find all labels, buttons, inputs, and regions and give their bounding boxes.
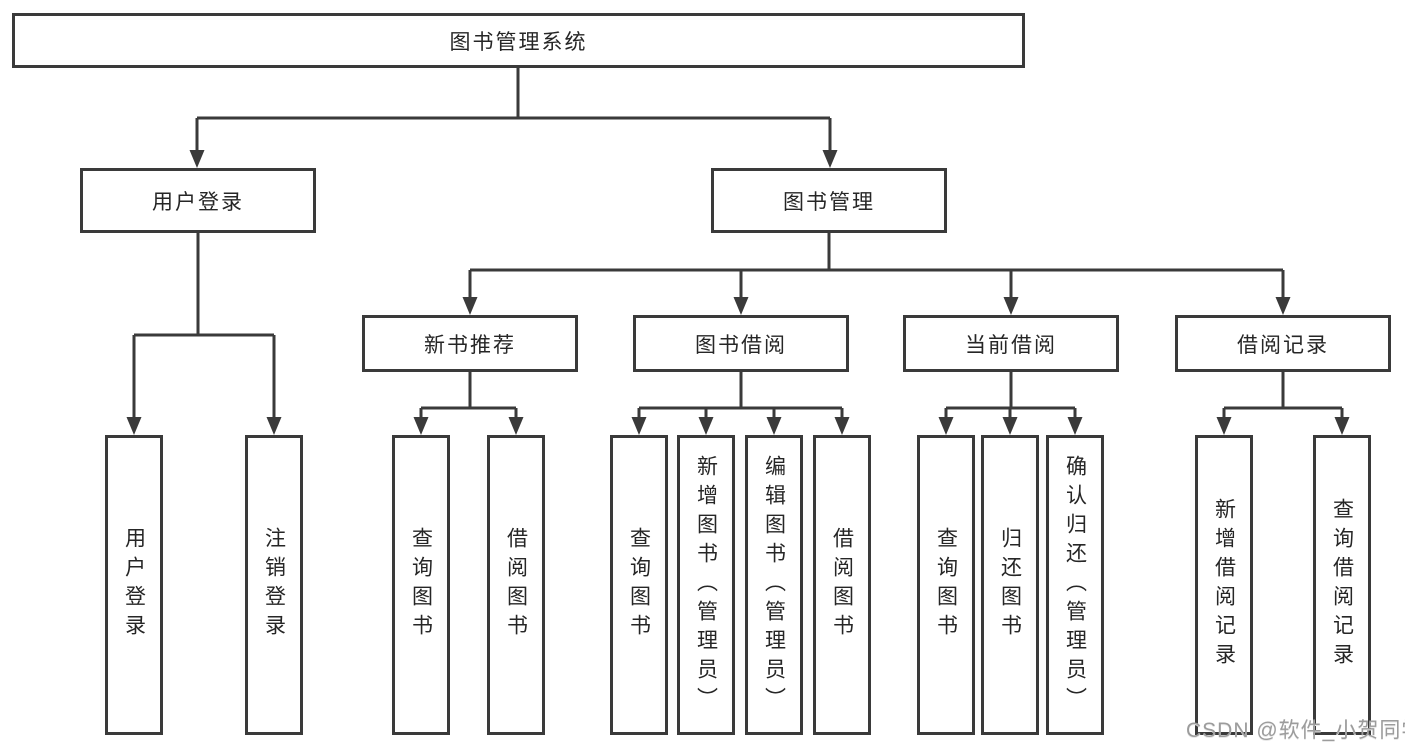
node-user-login: 用户登录 bbox=[80, 168, 316, 233]
arrow-down-icon bbox=[631, 417, 647, 435]
node-leaf-bb-add: 新增图书（管理员） bbox=[677, 435, 735, 735]
node-current-borrow: 当前借阅 bbox=[903, 315, 1119, 372]
node-leaf-nbr-query: 查询图书 bbox=[392, 435, 450, 735]
node-leaf-bb-edit: 编辑图书（管理员） bbox=[745, 435, 803, 735]
arrow-down-icon bbox=[1067, 417, 1083, 435]
node-leaf-bb-borrow: 借阅图书 bbox=[813, 435, 871, 735]
arrow-down-icon bbox=[1216, 417, 1232, 435]
node-root: 图书管理系统 bbox=[12, 13, 1025, 68]
arrow-down-icon bbox=[733, 297, 749, 315]
node-leaf-nbr-borrow: 借阅图书 bbox=[487, 435, 545, 735]
node-leaf-cb-return-label: 归还图书 bbox=[998, 527, 1022, 643]
arrow-down-icon bbox=[462, 297, 478, 315]
node-new-book-rec-label: 新书推荐 bbox=[424, 333, 516, 357]
arrow-down-icon bbox=[1003, 297, 1019, 315]
arrowheads bbox=[126, 150, 1350, 435]
node-leaf-logout-label: 注销登录 bbox=[262, 527, 286, 643]
connector-paths bbox=[132, 68, 1344, 420]
arrow-down-icon bbox=[413, 417, 429, 435]
node-leaf-cb-confirm: 确认归还（管理员） bbox=[1046, 435, 1104, 735]
arrow-down-icon bbox=[834, 417, 850, 435]
arrow-down-icon bbox=[698, 417, 714, 435]
arrow-down-icon bbox=[189, 150, 205, 168]
node-leaf-bb-borrow-label: 借阅图书 bbox=[830, 527, 854, 643]
node-leaf-user-login: 用户登录 bbox=[105, 435, 163, 735]
node-book-borrow: 图书借阅 bbox=[633, 315, 849, 372]
node-leaf-bb-query-label: 查询图书 bbox=[627, 527, 651, 643]
node-borrow-record-label: 借阅记录 bbox=[1237, 333, 1329, 357]
arrow-down-icon bbox=[822, 150, 838, 168]
node-book-mgmt-label: 图书管理 bbox=[783, 190, 875, 214]
node-borrow-record: 借阅记录 bbox=[1175, 315, 1391, 372]
node-book-borrow-label: 图书借阅 bbox=[695, 333, 787, 357]
node-user-login-label: 用户登录 bbox=[152, 190, 244, 214]
node-leaf-br-query-label: 查询借阅记录 bbox=[1330, 498, 1354, 672]
node-leaf-user-login-label: 用户登录 bbox=[122, 527, 146, 643]
node-current-borrow-label: 当前借阅 bbox=[965, 333, 1057, 357]
arrow-down-icon bbox=[1275, 297, 1291, 315]
node-root-label: 图书管理系统 bbox=[449, 30, 588, 54]
node-leaf-logout: 注销登录 bbox=[245, 435, 303, 735]
arrow-down-icon bbox=[766, 417, 782, 435]
node-leaf-nbr-query-label: 查询图书 bbox=[409, 527, 433, 643]
node-leaf-cb-query-label: 查询图书 bbox=[934, 527, 958, 643]
node-leaf-br-query: 查询借阅记录 bbox=[1313, 435, 1371, 735]
node-leaf-bb-add-label: 新增图书（管理员） bbox=[694, 454, 718, 716]
node-leaf-cb-query: 查询图书 bbox=[917, 435, 975, 735]
node-leaf-br-add: 新增借阅记录 bbox=[1195, 435, 1253, 735]
node-leaf-bb-edit-label: 编辑图书（管理员） bbox=[762, 454, 786, 716]
arrow-down-icon bbox=[126, 417, 142, 435]
node-leaf-cb-confirm-label: 确认归还（管理员） bbox=[1063, 454, 1087, 716]
node-new-book-rec: 新书推荐 bbox=[362, 315, 578, 372]
node-leaf-nbr-borrow-label: 借阅图书 bbox=[504, 527, 528, 643]
arrow-down-icon bbox=[938, 417, 954, 435]
arrow-down-icon bbox=[1334, 417, 1350, 435]
arrow-down-icon bbox=[266, 417, 282, 435]
arrow-down-icon bbox=[1002, 417, 1018, 435]
node-leaf-bb-query: 查询图书 bbox=[610, 435, 668, 735]
arrow-down-icon bbox=[508, 417, 524, 435]
node-leaf-cb-return: 归还图书 bbox=[981, 435, 1039, 735]
node-book-mgmt: 图书管理 bbox=[711, 168, 947, 233]
node-leaf-br-add-label: 新增借阅记录 bbox=[1212, 498, 1236, 672]
